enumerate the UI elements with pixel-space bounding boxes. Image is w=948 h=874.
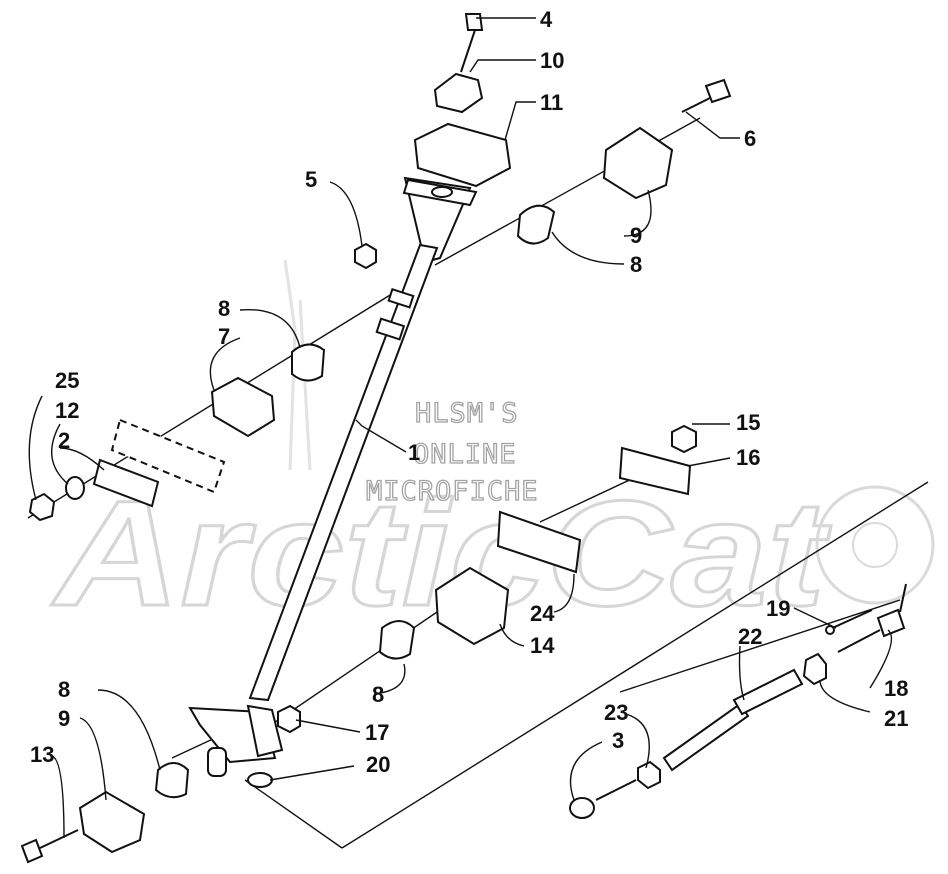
plate-2 <box>92 418 226 508</box>
steering-post <box>188 176 478 777</box>
nut-25 <box>28 492 56 522</box>
nut-15 <box>671 424 697 454</box>
callout-25: 25 <box>55 368 79 393</box>
bolt-13 <box>20 829 79 864</box>
watermark-line1: HLSM'S <box>415 398 519 429</box>
bolt-6 <box>681 78 732 113</box>
parts <box>20 13 907 864</box>
callout-2: 2 <box>58 428 70 453</box>
callout-8-mid: 8 <box>372 682 384 707</box>
callout-12: 12 <box>55 398 79 423</box>
washer-12 <box>65 476 85 500</box>
callout-23: 23 <box>604 700 628 725</box>
callout-19: 19 <box>766 596 790 621</box>
cap-10 <box>433 72 484 114</box>
bolt-4 <box>460 13 484 73</box>
watermark-line2: ONLINE <box>413 439 517 470</box>
callout-10: 10 <box>540 48 564 73</box>
callout-5: 5 <box>305 167 317 192</box>
callout-11: 11 <box>540 90 563 115</box>
nut-5 <box>354 242 377 270</box>
callout-9-upper: 9 <box>630 223 642 248</box>
clamp-14 <box>434 566 510 646</box>
callout-8-left: 8 <box>218 296 230 321</box>
callout-21: 21 <box>884 706 908 731</box>
clamp-9-upper <box>602 126 674 200</box>
callout-18: 18 <box>884 676 908 701</box>
callout-14: 14 <box>530 633 555 658</box>
bushing-8-upper <box>516 204 556 245</box>
callout-8-lower: 8 <box>58 677 70 702</box>
callout-6: 6 <box>744 126 756 151</box>
watermark-wheel-icon <box>815 485 935 605</box>
plate-16 <box>618 446 692 496</box>
callout-24: 24 <box>530 601 555 626</box>
bushing-8-lower <box>154 762 190 799</box>
bushing-8-left <box>291 343 326 382</box>
clamp-9-lower <box>78 790 146 854</box>
leader-lines <box>28 17 893 839</box>
callout-20: 20 <box>366 752 390 777</box>
block-11 <box>413 122 512 188</box>
nut-17 <box>277 704 301 734</box>
callout-4: 4 <box>540 7 553 32</box>
tie-rod <box>569 583 907 819</box>
callout-13: 13 <box>30 742 54 767</box>
bushing-8-mid <box>378 620 416 660</box>
callout-7: 7 <box>218 324 230 349</box>
callout-8-upper: 8 <box>630 252 642 277</box>
watermark-tower-icon <box>283 259 312 471</box>
callout-15: 15 <box>736 410 760 435</box>
washer-20 <box>247 772 273 788</box>
clamp-7 <box>210 376 276 438</box>
callout-16: 16 <box>736 445 760 470</box>
plate-24 <box>496 510 582 574</box>
callout-labels: 4 10 11 6 5 9 8 8 7 25 12 2 1 15 16 24 1… <box>30 7 908 777</box>
callout-17: 17 <box>365 720 389 745</box>
callout-1: 1 <box>408 440 420 465</box>
watermark-line3: MICROFICHE <box>366 476 539 507</box>
callout-3: 3 <box>612 728 624 753</box>
callout-22: 22 <box>738 624 762 649</box>
callout-9-lower: 9 <box>58 706 70 731</box>
